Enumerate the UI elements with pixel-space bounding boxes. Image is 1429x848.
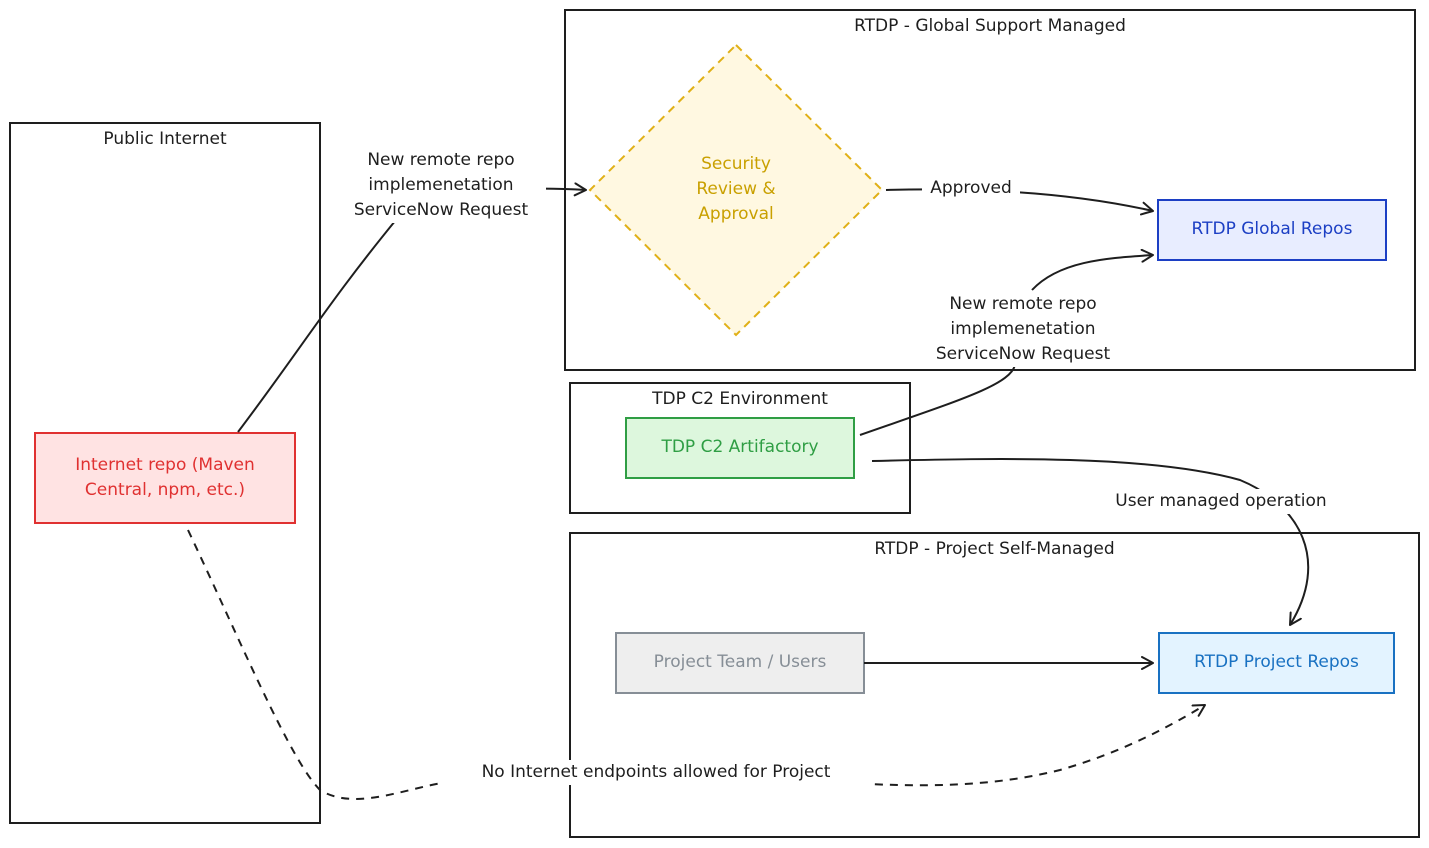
internet-repo-label: Internet repo (Maven Central, npm, etc.) [75,455,255,500]
rtdp-project-repos-box[interactable] [1158,632,1395,694]
edge-artifactory-to-project-repos [871,458,1310,626]
project-team-box[interactable] [615,632,865,694]
project-team-label: Project Team / Users [653,652,827,672]
public-internet-container [9,122,321,824]
project-self-managed-title: RTDP - Project Self-Managed [874,539,1115,559]
user-managed-label: User managed operation [1100,489,1342,514]
rtdp-global-repos-label: RTDP Global Repos [1191,219,1353,239]
security-review-diamond[interactable] [588,43,884,337]
public-internet-title: Public Internet [103,129,227,149]
tdp-c2-container [569,382,911,514]
servicenow-request-mid-label: New remote repo implemenetation ServiceN… [918,292,1128,367]
tdp-c2-artifactory-box[interactable] [625,417,855,479]
rtdp-global-repos-box[interactable] [1157,199,1387,261]
project-self-managed-container [569,532,1420,838]
edge-artifactory-to-global-repos [859,255,1153,436]
no-internet-label: No Internet endpoints allowed for Projec… [440,760,872,785]
tdp-c2-title: TDP C2 Environment [652,389,828,409]
tdp-c2-artifactory-label: TDP C2 Artifactory [661,437,819,457]
servicenow-request-top-label: New remote repo implemenetation ServiceN… [336,148,546,223]
approved-label: Approved [922,176,1020,201]
rtdp-project-repos-label: RTDP Project Repos [1194,652,1359,672]
edge-internet-to-security [237,182,587,433]
edge-internet-to-project-repos-blocked [187,529,1205,800]
security-review-label: Security Review & Approval [696,154,776,224]
global-support-title: RTDP - Global Support Managed [854,16,1126,36]
internet-repo-box[interactable] [34,432,296,524]
